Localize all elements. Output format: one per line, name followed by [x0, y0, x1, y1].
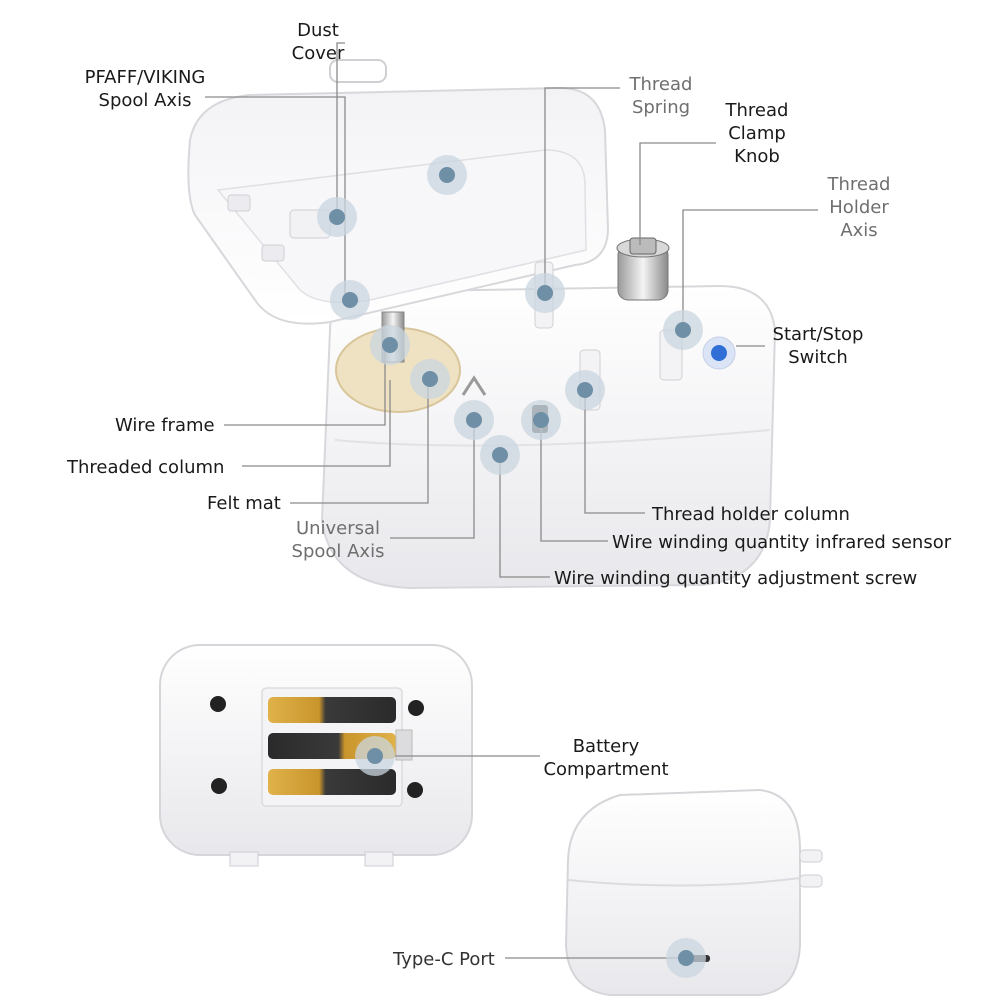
label-infrared-sensor: Wire winding quantity infrared sensor [612, 532, 952, 553]
marker-threaded-column [370, 325, 410, 365]
marker-felt-mat [410, 359, 450, 399]
label-thread-spring: Thread Spring [629, 74, 693, 118]
marker-dust-cover [427, 155, 467, 195]
marker-thread-spring [525, 273, 565, 313]
label-felt-mat: Felt mat [207, 493, 281, 514]
marker-type-c [666, 938, 706, 978]
leader-universal [390, 418, 475, 539]
label-type-c-port: Type-C Port [393, 949, 495, 970]
label-threaded-column: Threaded column [67, 457, 225, 478]
label-dust-cover: Dust Cover [291, 20, 345, 64]
leader-holder-axis [682, 209, 818, 330]
leader-felt-mat [290, 380, 429, 504]
battery-view-illustration [159, 644, 473, 867]
marker-adjust-screw [480, 435, 520, 475]
marker-holder-column [565, 370, 605, 410]
marker-ir-sensor [521, 400, 561, 440]
label-thread-clamp-knob: Thread Clamp Knob [725, 100, 789, 167]
marker-holder-axis [663, 310, 703, 350]
lid-handle [329, 59, 387, 83]
leader-wire-frame [224, 345, 386, 426]
label-universal-spool-axis: Universal Spool Axis [291, 518, 385, 562]
marker-lid-hinge [330, 280, 370, 320]
port-view-illustration [564, 788, 823, 996]
leader-threaded-column [242, 380, 391, 467]
marker-pfaff-spool [317, 197, 357, 237]
label-wire-frame: Wire frame [115, 415, 215, 436]
label-battery-compartment: Battery Compartment [543, 736, 669, 780]
leader-ir-sensor [540, 420, 608, 542]
thread-clamp-knob [616, 237, 670, 301]
leader-thread-spring [544, 87, 620, 292]
label-adjustment-screw: Wire winding quantity adjustment screw [554, 568, 918, 589]
leader-dust-cover [336, 42, 345, 215]
label-start-stop-switch: Start/Stop Switch [772, 324, 864, 368]
label-pfaff-viking-spool-axis: PFAFF/VIKING Spool Axis [84, 67, 206, 111]
markers [317, 155, 706, 978]
leader-holder-column [584, 390, 645, 514]
marker-battery [355, 736, 395, 776]
marker-universal-axis [454, 400, 494, 440]
label-thread-holder-axis: Thread Holder Axis [827, 174, 891, 241]
leader-clamp-knob [639, 142, 716, 245]
label-thread-holder-column: Thread holder column [652, 504, 850, 525]
leader-adjust-screw [499, 455, 550, 578]
